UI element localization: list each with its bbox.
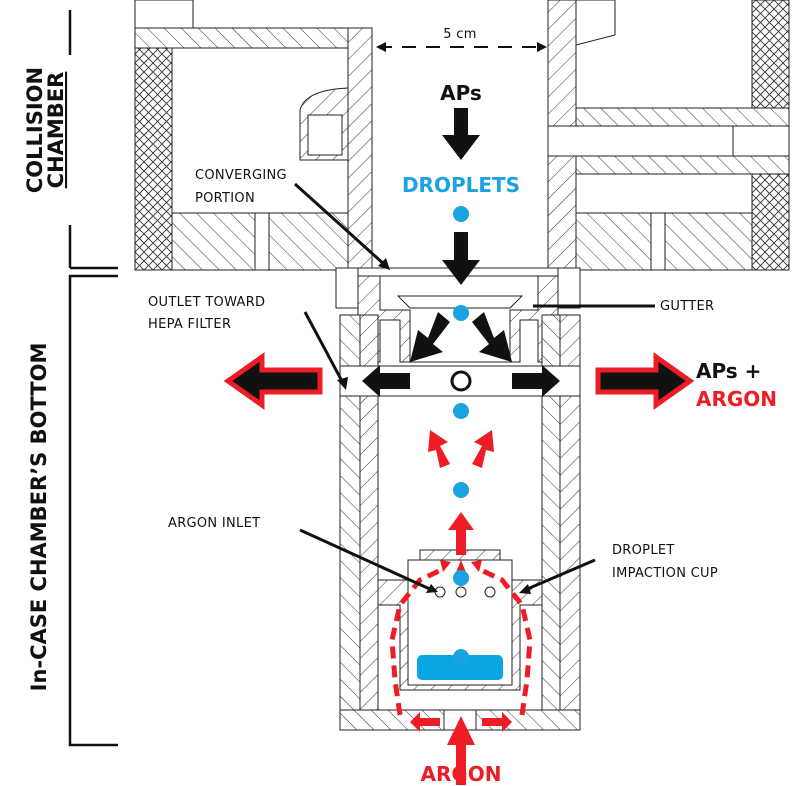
converging-label-line1: CONVERGING	[195, 168, 287, 183]
exit-arrow-left-icon	[223, 352, 323, 410]
aps-plus-label: APs +	[696, 359, 761, 383]
argon-inlet-leader	[299, 528, 433, 592]
converging-arrowhead-icon	[378, 258, 390, 270]
argon-bottom-label: ARGON	[420, 762, 501, 786]
droplet	[453, 403, 469, 419]
collision-right-channel-end	[732, 125, 790, 157]
collision-insulation-left	[134, 47, 173, 271]
collision-insulation-right-top	[751, 0, 790, 109]
dimension-label: 5 cm	[443, 27, 476, 42]
collision-base-right-port	[650, 212, 666, 271]
collision-top-left-block	[134, 0, 194, 29]
droplet	[453, 206, 469, 222]
argon-right-label: ARGON	[696, 387, 777, 411]
droplet	[453, 482, 469, 498]
exit-arrow-right-icon	[595, 352, 695, 410]
droplet	[453, 305, 469, 321]
argon-spread-left-icon	[428, 430, 450, 468]
droplet	[453, 649, 469, 665]
side-label-collision-line2: CHAMBER	[44, 72, 68, 189]
collision-insulation-right-bottom	[751, 173, 790, 271]
collision-right-plate-bottom	[575, 155, 790, 175]
collision-top-wall-left	[134, 27, 373, 49]
side-brackets	[68, 10, 118, 747]
argon-spread-right-icon	[472, 430, 494, 468]
argon-in-arrow-icon	[447, 716, 475, 785]
argon-up-arrow-icon	[448, 512, 474, 555]
leader-lines	[293, 182, 655, 592]
argon-base-left-icon	[410, 712, 440, 732]
center-ring-icon	[450, 370, 472, 392]
outlet-arrowhead-icon	[337, 377, 348, 390]
argon-inlet-label: ARGON INLET	[168, 516, 260, 531]
argon-flow-arrows	[410, 430, 512, 785]
flange-bolt-left	[335, 267, 359, 309]
flow-arrows	[223, 108, 695, 785]
side-label-collision-line1: COLLISION	[23, 67, 47, 193]
diag-arrow-right-icon	[472, 312, 512, 362]
inlet-arrowhead-icon	[426, 584, 438, 593]
outlet-leader	[303, 311, 345, 384]
incase-bracket	[68, 274, 118, 747]
converging-leader	[293, 182, 387, 267]
collision-inner-wall-left	[347, 27, 373, 271]
collision-nozzle-right	[575, 0, 616, 46]
cup-label-line1: DROPLET	[612, 543, 675, 558]
flange-bolt-right	[557, 267, 581, 309]
aps-label: APs	[440, 81, 482, 105]
argon-base-right-icon	[482, 712, 512, 732]
droplets	[453, 206, 469, 665]
outlet-label-line2: HEPA FILTER	[148, 317, 231, 332]
argon-arc-head-icon	[471, 560, 482, 572]
gutter-label: GUTTER	[660, 299, 714, 314]
argon-inlet-hole	[455, 586, 467, 598]
diag-arrow-left-icon	[410, 312, 450, 362]
argon-circulation-left	[389, 565, 447, 716]
argon-inlet-hole	[484, 586, 496, 598]
droplets-down-arrow-icon	[442, 232, 480, 285]
droplet	[453, 570, 469, 586]
outlet-label-line1: OUTLET TOWARD	[148, 295, 265, 310]
collision-base-left-port	[254, 212, 270, 271]
dimension-arrow-left-icon	[376, 42, 386, 52]
argon-arc-head-icon	[440, 560, 451, 572]
collision-nozzle-left-bore	[307, 114, 343, 156]
cup-label-line2: IMPACTION CUP	[612, 566, 718, 581]
droplets-label: DROPLETS	[402, 173, 520, 197]
converging-label-line2: PORTION	[195, 191, 255, 206]
argon-circulation-right	[475, 565, 533, 716]
aps-down-arrow-icon	[442, 108, 480, 160]
cup-arrowhead-icon	[519, 584, 531, 594]
side-label-incase: In-CASE CHAMBER’S BOTTOM	[27, 343, 51, 692]
collision-chamber: 5 cm	[134, 0, 790, 271]
gutter-channel	[396, 295, 524, 309]
dimension-arrow-right-icon	[537, 42, 547, 52]
outlet-arrow-right-icon	[512, 365, 560, 397]
cup-liquid	[417, 655, 503, 680]
collision-right-plate-top	[575, 107, 790, 127]
cup-leader	[524, 558, 596, 592]
outlet-arrow-left-icon	[362, 365, 410, 397]
